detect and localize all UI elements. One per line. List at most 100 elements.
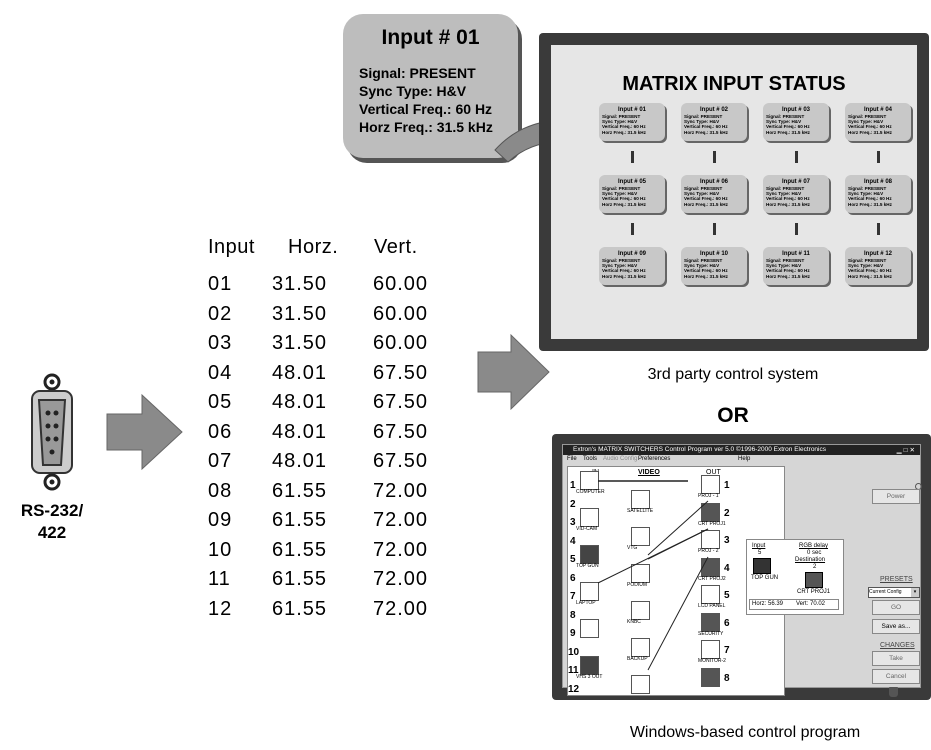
- callout-line: Sync Type: H&V: [359, 83, 467, 99]
- table-cell-vert: 72.00: [373, 538, 429, 561]
- frequency-readout: Horz: 56.39 Vert: 70.02: [749, 599, 839, 610]
- input-device-icon[interactable]: [631, 637, 650, 657]
- tile-line: Vertical Freq.: 60 Hz: [766, 196, 810, 202]
- tile-title: Input # 10: [699, 251, 728, 257]
- input-device-icon[interactable]: [580, 545, 599, 564]
- program-title-bar: Extron's MATRIX SWITCHERS Control Progra…: [563, 445, 920, 455]
- connector-label: RS-232/ 422: [0, 500, 104, 544]
- power-button[interactable]: Power: [872, 489, 920, 504]
- table-header-horz: Horz.: [288, 236, 339, 258]
- output-device-icon[interactable]: [701, 502, 720, 522]
- tile-connector: [795, 223, 798, 235]
- table-cell-input: 03: [208, 332, 233, 354]
- table-cell-horz: 48.01: [272, 361, 328, 384]
- detail-input-name: TOP GUN: [751, 575, 779, 581]
- connector-label-line: RS-232/: [20, 501, 84, 520]
- detail-rgb-value: 0 sec: [807, 550, 822, 556]
- cancel-button[interactable]: Cancel: [872, 669, 920, 684]
- tile-line: Signal: PRESENT: [684, 186, 723, 191]
- program-title: Extron's MATRIX SWITCHERS Control Progra…: [573, 446, 826, 453]
- detail-dest-name: CRT PROJ1: [797, 589, 831, 595]
- tile-line: Horz Freq.: 31.5 kHz: [684, 273, 728, 279]
- chevron-down-icon[interactable]: ▾: [911, 588, 919, 597]
- output-device-icon[interactable]: [701, 640, 720, 659]
- input-device-icon[interactable]: [631, 600, 650, 620]
- input-device-icon[interactable]: [631, 563, 650, 583]
- input-number: 10: [568, 646, 580, 658]
- horz-readout: Horz: 56.39: [752, 601, 784, 607]
- table-cell-input: 06: [208, 420, 233, 443]
- input-number: 12: [568, 683, 580, 695]
- menu-tools[interactable]: Tools: [583, 456, 598, 462]
- save-as-button[interactable]: Save as...: [872, 619, 920, 634]
- tile-line: Sync Type: H&V: [684, 191, 720, 197]
- input-device-label: SATELLITE: [627, 507, 654, 514]
- output-device-icon[interactable]: [701, 475, 720, 494]
- tile-line: Sync Type: H&V: [602, 119, 638, 125]
- trash-icon[interactable]: [889, 687, 898, 697]
- video-label: VIDEO: [638, 469, 660, 476]
- input-device-icon[interactable]: [580, 619, 599, 638]
- input-device-icon[interactable]: [580, 508, 599, 527]
- or-label: OR: [717, 404, 749, 427]
- take-button[interactable]: Take: [872, 651, 920, 666]
- preset-select-value: Current Config: [869, 589, 902, 595]
- table-cell-horz: 61.55: [272, 479, 328, 502]
- out-label: OUT: [706, 469, 721, 476]
- menu-help[interactable]: Help: [738, 456, 751, 462]
- tile-line: Vertical Freq.: 60 Hz: [848, 268, 892, 274]
- presets-label: PRESETS: [880, 576, 913, 583]
- input-device-icon[interactable]: [631, 674, 650, 694]
- table-cell-vert: 67.50: [373, 361, 429, 384]
- menu-audio-config[interactable]: Audio Config: [603, 456, 638, 462]
- window-controls-icon[interactable]: ▁□✕: [896, 447, 917, 454]
- input-device-icon[interactable]: [631, 526, 650, 546]
- input-device-icon[interactable]: [631, 489, 650, 509]
- input-device-icon[interactable]: [580, 656, 599, 675]
- preset-select[interactable]: Current Config ▾: [868, 587, 920, 598]
- table-cell-horz: 61.55: [272, 538, 328, 561]
- menu-file[interactable]: File: [567, 456, 577, 462]
- table-cell-input: 01: [208, 273, 233, 295]
- tile-line: Horz Freq.: 31.5 kHz: [848, 201, 892, 207]
- tile-title: Input # 07: [781, 179, 810, 185]
- tile-line: Horz Freq.: 31.5 kHz: [602, 201, 646, 207]
- output-device-icon[interactable]: [701, 612, 720, 632]
- input-device-icon[interactable]: [580, 582, 599, 601]
- output-device-label: CRT PROJ2: [698, 575, 726, 582]
- detail-dest-label: Destination: [795, 557, 826, 563]
- input-device-label: COMPUTER: [576, 489, 605, 495]
- output-device-icon[interactable]: [701, 585, 720, 604]
- table-cell-input: 02: [208, 302, 233, 325]
- tile-line: Sync Type: H&V: [684, 119, 720, 125]
- output-number: 2: [724, 507, 730, 519]
- menu-preferences[interactable]: Preferences: [638, 456, 671, 462]
- tile-line: Horz Freq.: 31.5 kHz: [684, 129, 728, 135]
- tile-line: Vertical Freq.: 60 Hz: [848, 196, 892, 202]
- tile-line: Sync Type: H&V: [766, 263, 802, 269]
- tile-title: Input # 09: [617, 251, 646, 257]
- go-button[interactable]: GO: [872, 600, 920, 615]
- output-device-icon[interactable]: [701, 667, 720, 687]
- tile-title: Input # 12: [863, 251, 892, 257]
- arrow-right-icon: [106, 393, 183, 471]
- output-device-label: PROJ - 2: [698, 548, 719, 554]
- input-number: 11: [568, 665, 579, 676]
- input-number: 4: [570, 535, 576, 547]
- input-device-label: TOP GUN: [576, 563, 599, 569]
- tile-line: Horz Freq.: 31.5 kHz: [766, 129, 810, 135]
- input-number: 9: [570, 628, 576, 639]
- tile-line: Sync Type: H&V: [848, 119, 884, 125]
- tile-line: Vertical Freq.: 60 Hz: [602, 268, 646, 274]
- tile-line: Horz Freq.: 31.5 kHz: [602, 273, 646, 279]
- output-device-icon[interactable]: [701, 530, 720, 549]
- tile-line: Vertical Freq.: 60 Hz: [684, 268, 728, 274]
- table-cell-horz: 31.50: [272, 302, 328, 325]
